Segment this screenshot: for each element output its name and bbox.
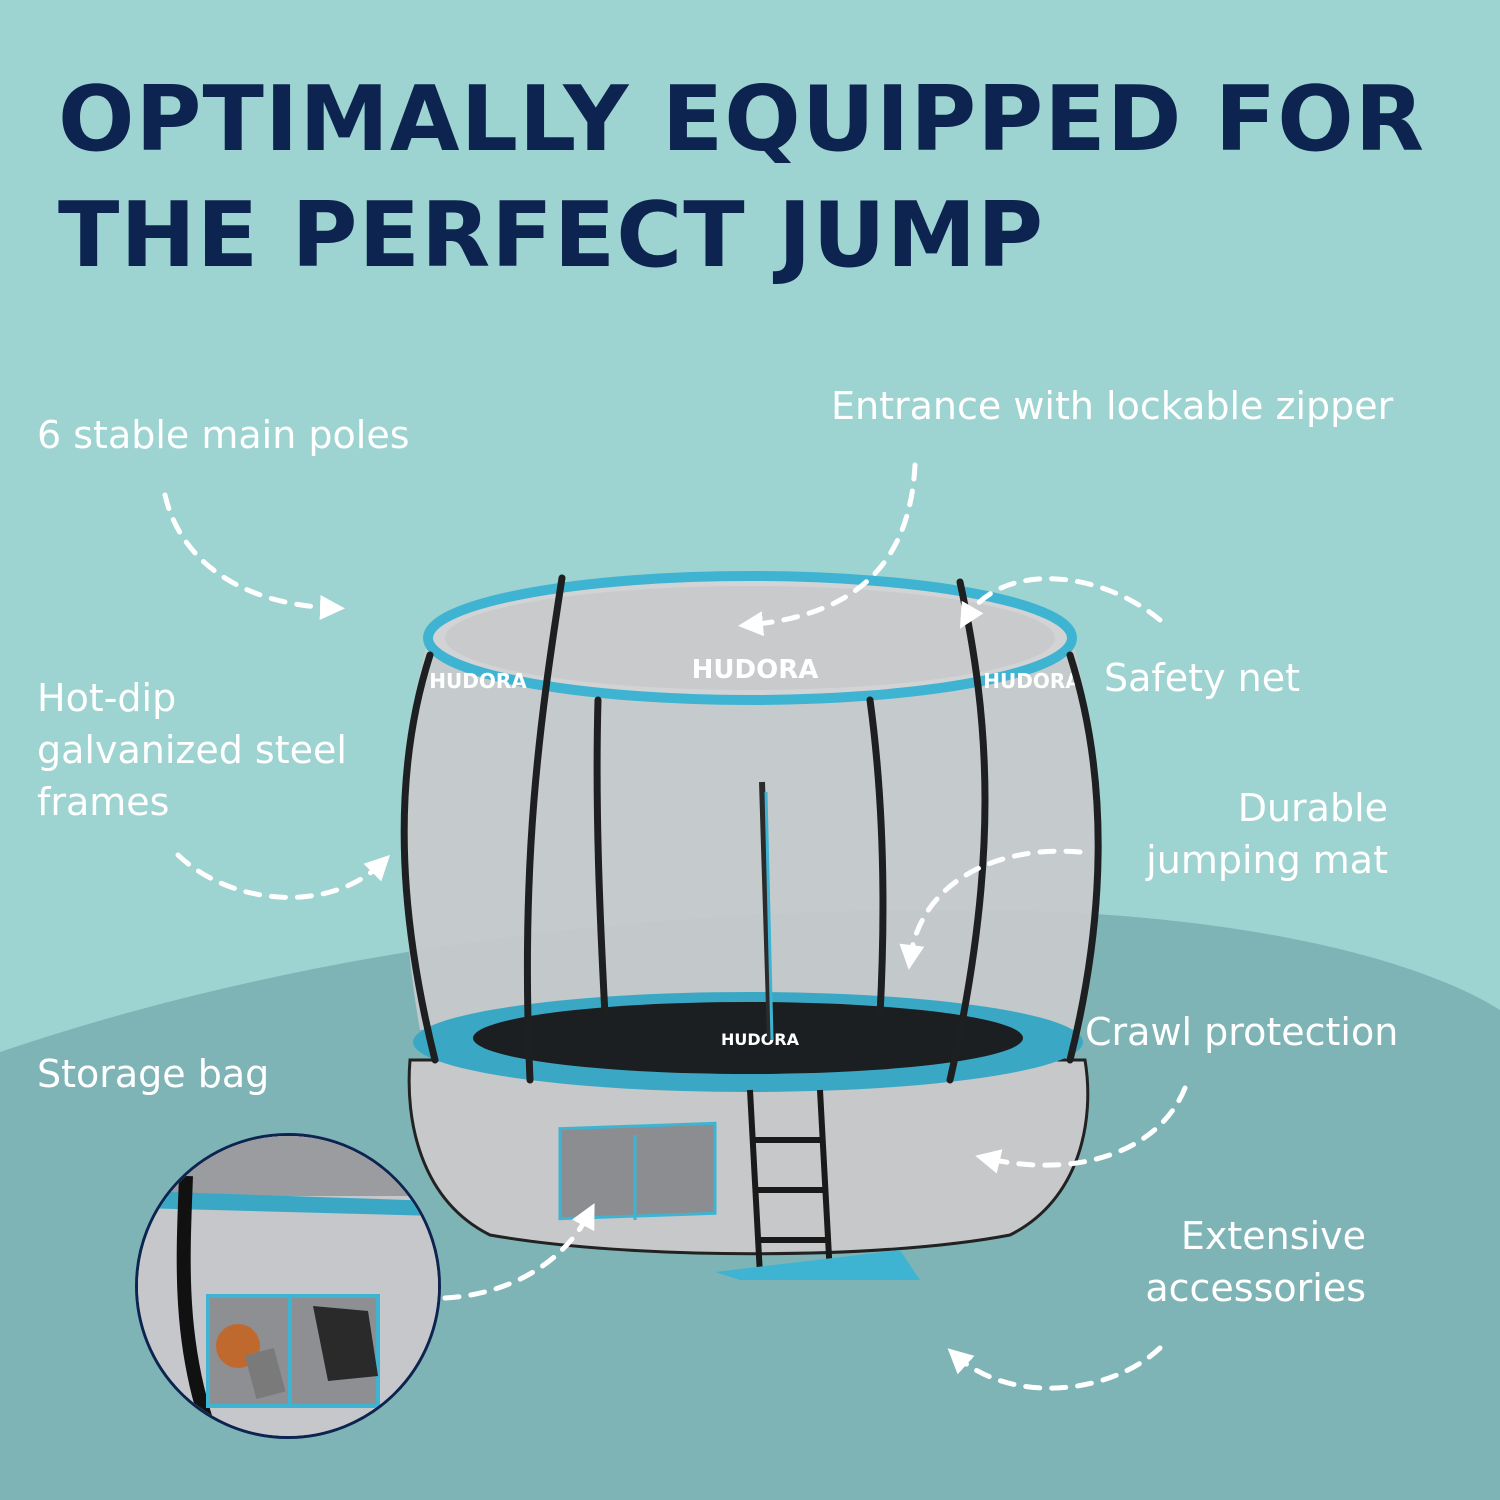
- trampoline-image: HUDORA HUDORA HUDORA HUDORA: [400, 571, 1102, 1280]
- feature-crawl: Crawl protection: [1085, 1010, 1399, 1054]
- page-title: OPTIMALLY EQUIPPED FOR THE PERFECT JUMP: [58, 62, 1425, 294]
- feature-mat-line-1: Durable: [1237, 786, 1388, 830]
- feature-frames: Hot-dip galvanized steel frames: [37, 672, 347, 828]
- logo-left: HUDORA: [429, 669, 527, 693]
- ladder: [747, 1089, 833, 1276]
- jumping-mat: [473, 1002, 1023, 1074]
- title-line-1: OPTIMALLY EQUIPPED FOR: [58, 67, 1426, 172]
- storage-bag-shape: [558, 1121, 717, 1221]
- feature-safety-net: Safety net: [1104, 656, 1300, 700]
- feature-frames-line-2: galvanized steel: [37, 728, 347, 772]
- feature-frames-line-1: Hot-dip: [37, 676, 177, 720]
- svg-text:HUDORA: HUDORA: [721, 1030, 800, 1049]
- storage-bag-detail-image: [135, 1133, 441, 1439]
- feature-storage-bag: Storage bag: [37, 1052, 270, 1096]
- feature-accessories-line-2: accessories: [1145, 1266, 1366, 1310]
- logo-center: HUDORA: [692, 655, 819, 685]
- feature-accessories-line-1: Extensive: [1180, 1214, 1366, 1258]
- feature-mat: Durable jumping mat: [1100, 782, 1388, 886]
- accessories-bag: [715, 1250, 920, 1280]
- title-line-2: THE PERFECT JUMP: [58, 183, 1045, 288]
- feature-accessories: Extensive accessories: [1100, 1210, 1366, 1314]
- feature-poles: 6 stable main poles: [37, 413, 410, 457]
- feature-frames-line-3: frames: [37, 780, 170, 824]
- feature-entrance: Entrance with lockable zipper: [831, 384, 1394, 428]
- logo-right: HUDORA: [983, 669, 1081, 693]
- feature-mat-line-2: jumping mat: [1146, 838, 1388, 882]
